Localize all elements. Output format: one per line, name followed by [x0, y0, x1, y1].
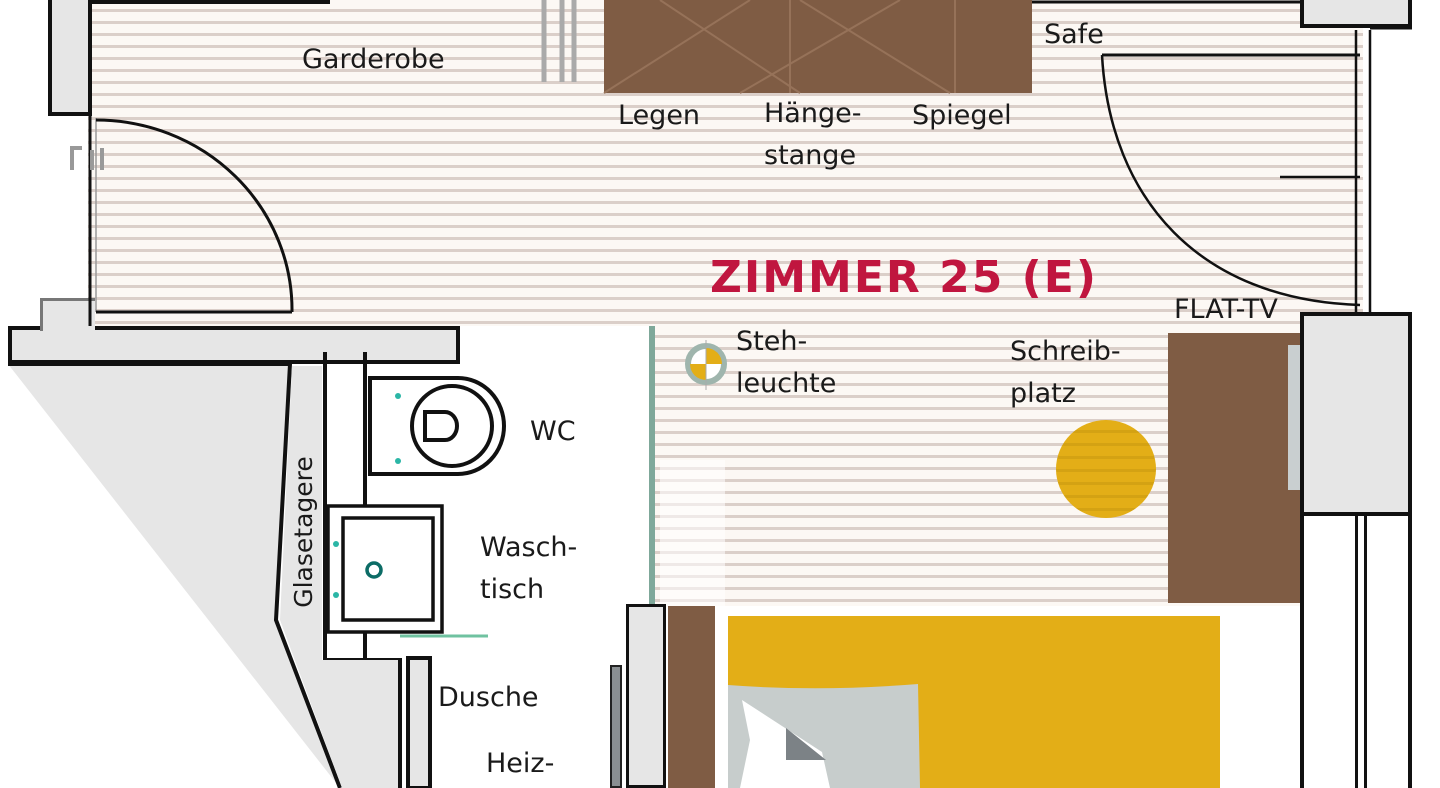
wall-right-top — [1300, 0, 1412, 28]
bedside-panel — [668, 606, 715, 788]
label-spiegel: Spiegel — [912, 100, 1012, 131]
floor-light-patch — [660, 460, 725, 610]
label-heiz: Heiz- — [486, 748, 555, 779]
label-waschtisch-2: tisch — [480, 574, 545, 605]
label-stehleuchte-1: Steh- — [736, 326, 808, 357]
label-haengestange-2: stange — [764, 140, 857, 171]
garderobe-rods — [541, 0, 577, 82]
label-schreibplatz-2: platz — [1010, 378, 1076, 409]
desk-chair — [1056, 420, 1156, 518]
washbasin-fixture — [326, 504, 444, 634]
wall-left-top — [48, 0, 92, 116]
entry-door-swing — [95, 118, 294, 314]
room-title: ZIMMER 25 (E) — [710, 252, 1098, 303]
label-waschtisch-1: Wasch- — [480, 532, 578, 563]
label-wc: WC — [530, 416, 576, 447]
wc-fixture — [368, 376, 506, 476]
label-haengestange-1: Hänge- — [764, 98, 862, 129]
label-legen: Legen — [618, 100, 701, 131]
tv-panel — [1288, 345, 1300, 490]
window-mullion — [1355, 516, 1367, 788]
wall-right-window — [1300, 312, 1412, 516]
label-flat-tv: FLAT-TV — [1174, 294, 1278, 325]
label-glasetagere: Glasetagere — [288, 456, 318, 608]
wall-entry-threshold — [40, 298, 95, 331]
label-schreibplatz-1: Schreib- — [1010, 336, 1121, 367]
label-garderobe: Garderobe — [302, 44, 445, 75]
bath-wall-strip — [626, 604, 666, 788]
desk — [1168, 333, 1300, 603]
label-stehleuchte-2: leuchte — [736, 368, 837, 399]
label-safe: Safe — [1044, 19, 1104, 50]
label-dusche: Dusche — [438, 682, 539, 713]
wardrobe-pattern — [603, 0, 956, 94]
right-door-swing — [1100, 53, 1361, 307]
bath-door-panel — [610, 665, 622, 788]
bed-pillows — [728, 684, 920, 788]
floor-lamp-symbol — [685, 340, 727, 390]
